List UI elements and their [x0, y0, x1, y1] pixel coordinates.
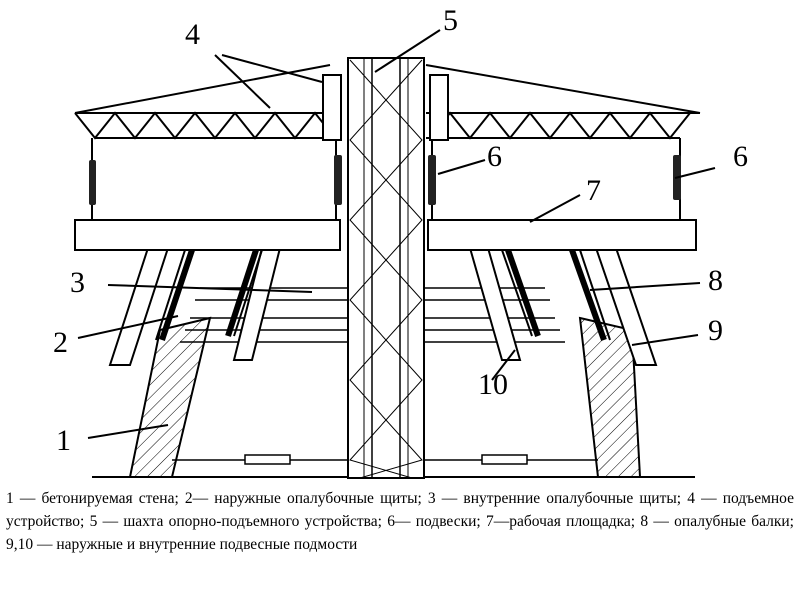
lifting-device-posts: [322, 74, 449, 141]
label-2: 2: [53, 326, 68, 359]
label-7: 7: [586, 174, 601, 207]
label-1: 1: [56, 424, 71, 457]
label-6-center: 6: [487, 140, 502, 173]
label-4: 4: [185, 18, 200, 51]
construction-diagram: 1 2 3 4 5 6 6 7 8 9 10: [53, 4, 748, 479]
hangers: [89, 155, 681, 205]
label-9: 9: [708, 314, 723, 347]
hanging-scaffolds: [108, 247, 658, 366]
label-10: 10: [478, 368, 508, 401]
label-6-right: 6: [733, 140, 748, 173]
lifting-shaft: [347, 57, 425, 479]
label-8: 8: [708, 264, 723, 297]
label-5: 5: [443, 4, 458, 37]
formwork-beams: [155, 248, 611, 342]
lifting-truss-left: [74, 64, 338, 140]
label-3: 3: [70, 266, 85, 299]
working-platform: [74, 219, 697, 251]
lifting-truss-right: [425, 64, 701, 140]
diagram-caption: 1 — бетонируемая стена; 2— наружные опал…: [6, 490, 794, 553]
leader-lines: [77, 29, 716, 439]
